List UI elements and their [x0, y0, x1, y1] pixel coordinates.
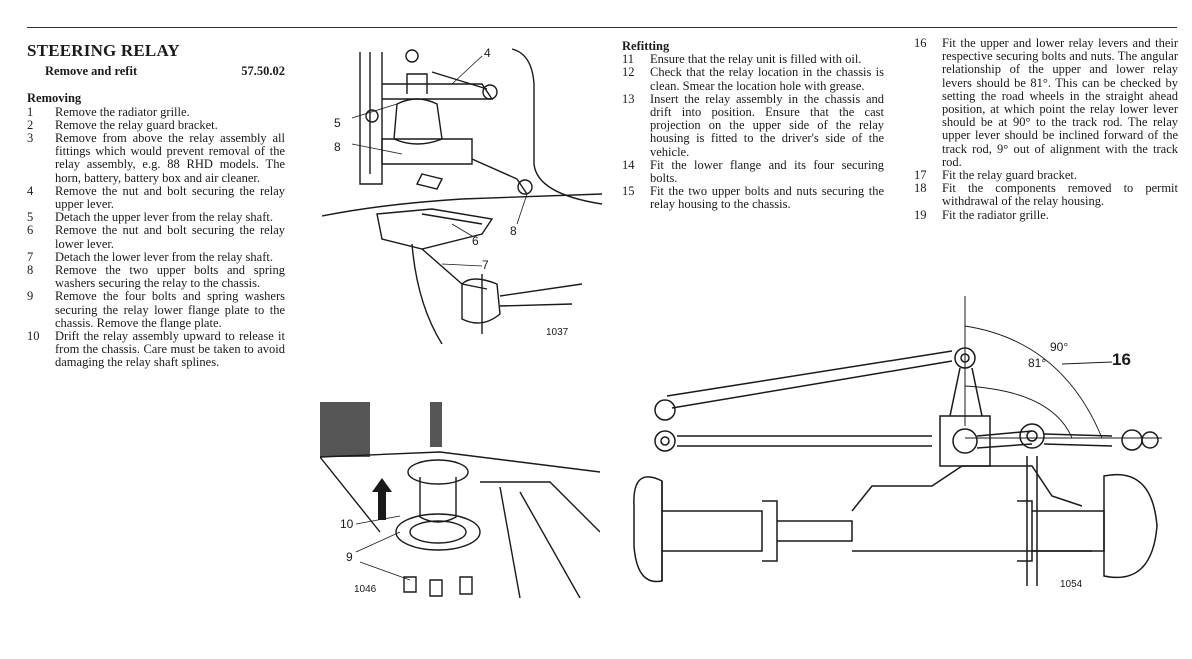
step-number: 15: [622, 184, 635, 199]
step-text: Fit the radiator grille.: [942, 207, 1049, 222]
callout-8-right: 8: [510, 224, 517, 238]
step-number: 19: [914, 207, 927, 222]
column-refitting-continued: 16 Fit the upper and lower relay levers a…: [914, 36, 1178, 222]
callout-10: 10: [340, 517, 354, 531]
relay-upper-illustration: [322, 48, 602, 344]
step-text: Drift the relay assembly upward to relea…: [55, 329, 285, 370]
step-text: Detach the upper lever from the relay sh…: [55, 210, 273, 225]
callout-7: 7: [482, 258, 489, 272]
step-number: 5: [27, 210, 34, 225]
operation-label: Remove and refit: [45, 64, 138, 79]
callout-4: 4: [484, 46, 491, 60]
step-text: Remove the relay guard bracket.: [55, 117, 218, 132]
track-rod-alignment-diagram: [633, 296, 1162, 586]
refitting-steps-a: 11 Ensure that the relay unit is filled w…: [622, 53, 884, 212]
figure-1037: 4 5 8 8 6 7 1037: [322, 44, 602, 344]
step-number: 14: [622, 157, 635, 172]
step-number: 10: [27, 329, 40, 344]
callout-6: 6: [472, 234, 479, 248]
step-text: Check that the relay location in the cha…: [650, 65, 884, 93]
step-item: 13 Insert the relay assembly in the chass…: [622, 91, 884, 159]
step-text: Remove the nut and bolt securing the rel…: [55, 223, 285, 251]
removing-heading: Removing: [27, 91, 82, 106]
step-item: 4 Remove the nut and bolt securing the re…: [27, 183, 285, 212]
step-number: 8: [27, 263, 34, 278]
step-text: Fit the upper and lower relay levers and…: [942, 36, 1178, 169]
figure-1054: 90° 81° 16 1054: [632, 296, 1182, 596]
step-text: Fit the two upper bolts and nuts securin…: [650, 184, 884, 212]
step-item: 14 Fit the lower flange and its four secu…: [622, 157, 884, 186]
relay-flange-illustration: [320, 402, 600, 598]
step-text: Fit the lower flange and its four securi…: [650, 157, 884, 186]
figure-number-1054: 1054: [1060, 579, 1083, 590]
refitting-heading: Refitting: [622, 39, 670, 53]
step-item: 18 Fit the components removed to permit w…: [914, 181, 1178, 209]
step-text: Remove the four bolts and spring washers…: [55, 289, 285, 330]
step-item: 6 Remove the nut and bolt securing the re…: [27, 223, 285, 251]
callout-9: 9: [346, 550, 353, 564]
figure-number-1037: 1037: [546, 327, 569, 338]
step-number: 11: [622, 52, 635, 67]
refitting-steps-b: 16 Fit the upper and lower relay levers a…: [914, 36, 1178, 222]
step-item: 9 Remove the four bolts and spring washer…: [27, 290, 285, 330]
step-number: 17: [914, 168, 927, 183]
top-rule: [27, 27, 1177, 28]
step-item: 19 Fit the radiator grille.: [914, 207, 1178, 222]
step-item: 15 Fit the two upper bolts and nuts secur…: [622, 184, 884, 212]
figure-1046: 10 9 1046: [320, 402, 600, 598]
step-number: 6: [27, 223, 34, 238]
step-number: 2: [27, 117, 34, 132]
column-removing: STEERING RELAY Remove and refit 57.50.02…: [27, 41, 285, 370]
step-number: 4: [27, 183, 34, 198]
step-text: Remove the two upper bolts and spring wa…: [55, 263, 285, 291]
step-item: 2 Remove the relay guard bracket.: [27, 117, 285, 132]
step-number: 1: [27, 104, 34, 119]
angle-label-81: 81°: [1028, 356, 1047, 370]
step-number: 18: [914, 181, 927, 196]
callout-16: 16: [1112, 350, 1131, 369]
figure-number-1046: 1046: [354, 584, 377, 595]
step-number: 3: [27, 131, 34, 146]
operation-header: Remove and refit 57.50.02: [45, 65, 285, 78]
column-refitting: Refitting 11 Ensure that the relay unit i…: [622, 39, 884, 212]
step-item: 3 Remove from above the relay assembly al…: [27, 131, 285, 185]
step-number: 9: [27, 289, 34, 304]
step-text: Remove from above the relay assembly all…: [55, 131, 285, 185]
step-number: 12: [622, 65, 635, 80]
step-item: 8 Remove the two upper bolts and spring w…: [27, 263, 285, 291]
step-text: Insert the relay assembly in the chassis…: [650, 91, 884, 159]
step-number: 7: [27, 249, 34, 264]
step-item: 11 Ensure that the relay unit is filled w…: [622, 53, 884, 66]
step-text: Remove the radiator grille.: [55, 104, 190, 119]
angle-label-90: 90°: [1050, 340, 1069, 354]
step-text: Remove the nut and bolt securing the rel…: [55, 183, 285, 212]
callout-5: 5: [334, 116, 341, 130]
step-item: 16 Fit the upper and lower relay levers a…: [914, 36, 1178, 169]
step-item: 10 Drift the relay assembly upward to rel…: [27, 330, 285, 370]
step-item: 7 Detach the lower lever from the relay s…: [27, 249, 285, 264]
step-item: 17 Fit the relay guard bracket.: [914, 168, 1178, 183]
step-item: 12 Check that the relay location in the c…: [622, 65, 884, 93]
callout-8-left: 8: [334, 140, 341, 154]
step-text: Fit the components removed to permit wit…: [942, 181, 1178, 209]
step-text: Fit the relay guard bracket.: [942, 168, 1078, 183]
page-title: STEERING RELAY: [27, 41, 180, 60]
step-number: 16: [914, 36, 927, 50]
step-number: 13: [622, 91, 635, 106]
step-item: 5 Detach the upper lever from the relay s…: [27, 211, 285, 224]
operation-code: 57.50.02: [241, 64, 285, 79]
step-text: Detach the lower lever from the relay sh…: [55, 249, 273, 264]
step-text: Ensure that the relay unit is filled wit…: [650, 52, 862, 67]
step-item: 1 Remove the radiator grille.: [27, 104, 285, 119]
